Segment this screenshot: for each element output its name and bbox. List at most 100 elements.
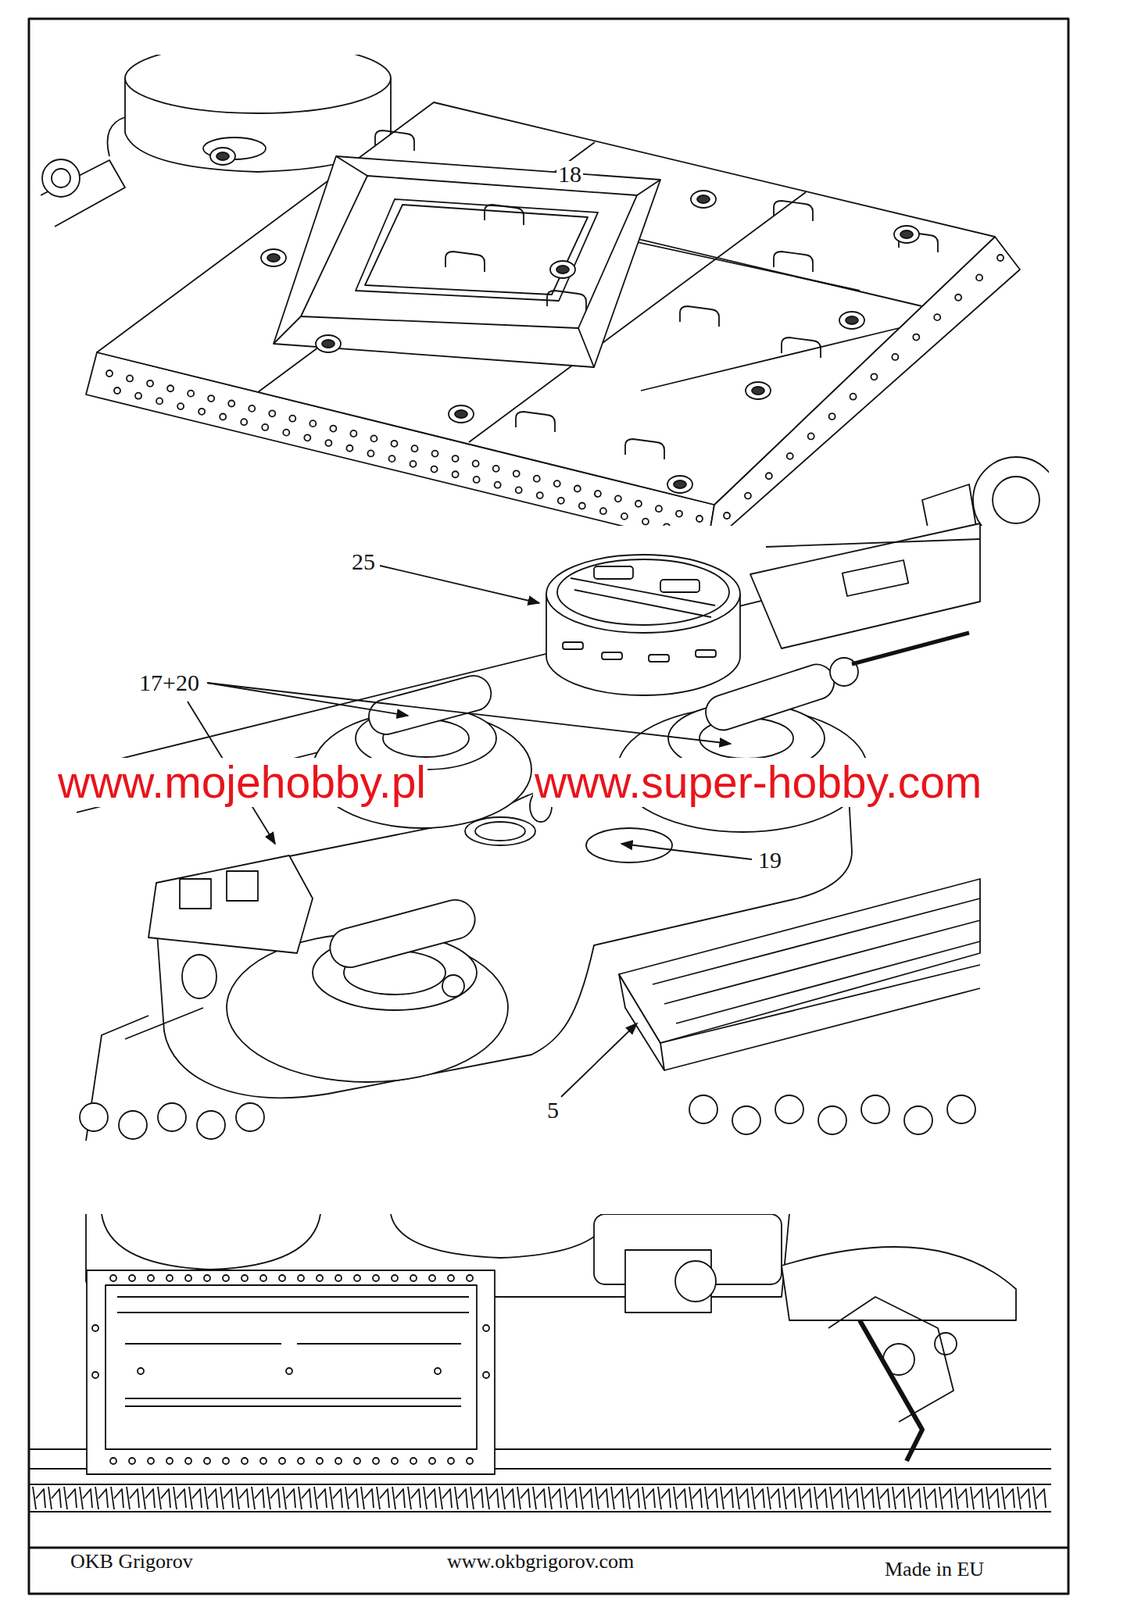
track-link: [407, 1487, 421, 1510]
rivet: [219, 414, 226, 421]
track-link: [1033, 1487, 1046, 1510]
road-wheel: [689, 1095, 718, 1124]
rivet: [615, 495, 622, 502]
bolt: [137, 1368, 144, 1375]
track-link: [517, 1487, 530, 1510]
road-wheel: [196, 1111, 226, 1140]
road-wheel: [732, 1106, 761, 1135]
rivet: [304, 434, 311, 441]
rivet: [558, 497, 565, 505]
bolt: [260, 1275, 267, 1282]
bolt: [128, 1275, 136, 1282]
rivet: [198, 408, 205, 416]
road-wheel: [236, 1103, 265, 1132]
track-link: [267, 1487, 280, 1510]
track-link: [376, 1487, 390, 1510]
bolt: [203, 1275, 211, 1282]
filler-cap: [448, 405, 474, 423]
track-link: [830, 1487, 843, 1510]
rivet: [808, 432, 815, 440]
track-link: [220, 1487, 233, 1510]
rivet: [126, 375, 133, 382]
track-link: [1017, 1487, 1031, 1510]
footer-text: www.okbgrigorov.com: [445, 1551, 636, 1575]
bolt: [434, 1368, 441, 1375]
bolt: [166, 1458, 173, 1465]
rivet: [411, 445, 419, 452]
road-wheel: [775, 1095, 804, 1124]
rivet: [329, 425, 337, 433]
track-link: [579, 1487, 593, 1510]
rivet: [432, 450, 439, 458]
filler-cap: [210, 147, 236, 165]
track-link: [329, 1487, 343, 1510]
rivet: [621, 513, 628, 520]
footer-text: Made in EU: [883, 1559, 986, 1582]
track-link: [361, 1487, 374, 1510]
bolt: [447, 1458, 455, 1465]
bolt: [279, 1275, 286, 1282]
bolt: [316, 1275, 323, 1282]
track-link: [470, 1487, 483, 1510]
track-link: [736, 1487, 749, 1510]
rivet: [146, 380, 154, 387]
bolt: [147, 1458, 154, 1465]
rivet: [346, 445, 353, 452]
rivet: [635, 500, 642, 508]
bolt: [483, 1325, 490, 1332]
track-link: [955, 1487, 968, 1510]
bolt: [466, 1275, 473, 1282]
callout-number: 5: [545, 1097, 561, 1124]
rivet: [370, 435, 377, 442]
filler-cap: [745, 382, 771, 400]
hatch-handle: [484, 204, 524, 226]
bolt: [241, 1458, 248, 1465]
track-link: [486, 1487, 499, 1510]
filler-cap: [667, 475, 693, 494]
track-link: [282, 1487, 296, 1510]
bolt: [222, 1458, 229, 1465]
bolt: [429, 1458, 436, 1465]
rivet: [156, 397, 163, 405]
rivet: [533, 475, 541, 483]
track-link: [845, 1487, 859, 1510]
rivet: [663, 523, 670, 526]
rivet: [696, 515, 703, 523]
footer-text: OKB Grigorov: [68, 1551, 195, 1575]
road-wheel: [79, 1103, 108, 1132]
bolt: [128, 1458, 136, 1465]
bolt: [92, 1325, 99, 1332]
bolt: [466, 1458, 473, 1465]
rivet: [167, 385, 174, 392]
watermark: www.mojehobby.pl: [56, 758, 428, 808]
bolt: [391, 1458, 398, 1465]
rivet: [207, 395, 215, 402]
hull-top-view: [76, 523, 981, 1142]
bolt: [372, 1275, 380, 1282]
hatch-handle: [515, 411, 555, 433]
rivet: [642, 518, 649, 526]
footer-rule: [28, 1547, 1069, 1550]
rivet: [554, 480, 561, 487]
rivet: [309, 420, 316, 427]
rivet: [114, 387, 121, 394]
rivet: [350, 430, 357, 437]
bolt: [483, 1372, 490, 1379]
rivet: [744, 493, 752, 500]
track-link: [439, 1487, 452, 1510]
rivet: [452, 471, 459, 478]
rivet: [106, 370, 113, 377]
track-link: [892, 1487, 906, 1510]
hatch-handle: [547, 290, 587, 312]
track-link: [204, 1487, 218, 1510]
track-link: [236, 1487, 249, 1510]
bolt: [410, 1275, 417, 1282]
track-link: [345, 1487, 358, 1510]
rivet: [282, 429, 290, 437]
road-wheel: [947, 1095, 976, 1124]
track-link: [32, 1487, 46, 1510]
bolt: [429, 1275, 436, 1282]
filler-cap: [261, 249, 287, 267]
bolt: [335, 1275, 342, 1282]
bolt: [354, 1458, 361, 1465]
